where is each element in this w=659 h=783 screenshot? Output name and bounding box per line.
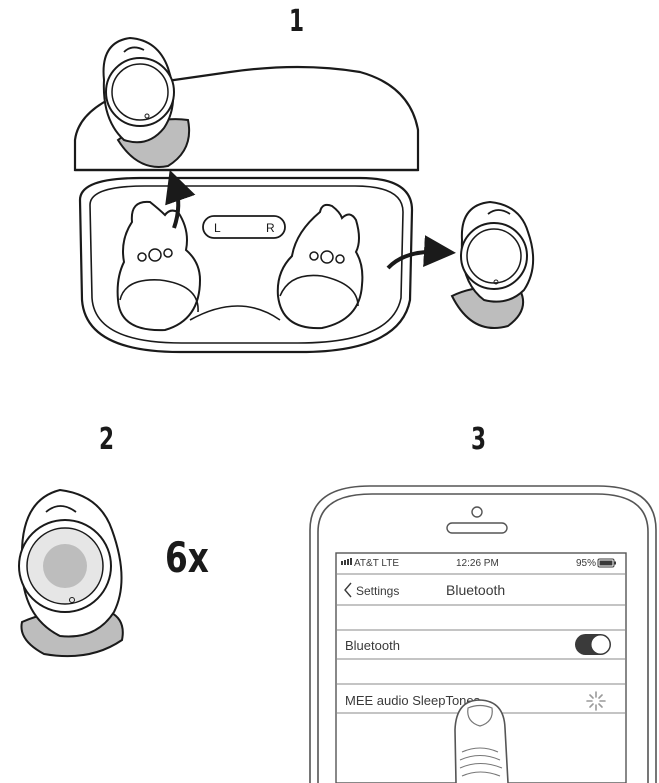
- status-time: 12:26 PM: [456, 558, 499, 569]
- lift-arrow-icon: [165, 169, 196, 229]
- finger-tap-icon: [454, 699, 509, 783]
- carrier-label: AT&T LTE: [354, 558, 399, 569]
- step-3-number: 3: [471, 422, 487, 457]
- nav-title: Bluetooth: [446, 582, 505, 598]
- bluetooth-toggle[interactable]: [575, 634, 611, 655]
- earbud-tap-illustration: [18, 488, 124, 658]
- tap-count-label: 6x: [165, 533, 209, 582]
- bluetooth-toggle-row: Bluetooth: [345, 634, 611, 655]
- device-name[interactable]: MEE audio SleepTones: [345, 693, 481, 708]
- nav-bar: Settings Bluetooth: [344, 582, 505, 598]
- battery-percent: 95%: [576, 558, 596, 569]
- battery-icon: [597, 558, 616, 568]
- status-bar: AT&T LTE 12:26 PM 95%: [341, 558, 616, 569]
- speaker-grille: [446, 522, 508, 534]
- back-chevron-icon[interactable]: [344, 582, 352, 598]
- charging-case-base: [78, 176, 414, 354]
- earbud-right-removed: [450, 200, 535, 329]
- remove-arrow-icon: [386, 235, 456, 270]
- loading-spinner-icon: [586, 691, 606, 711]
- bluetooth-row-label: Bluetooth: [345, 638, 400, 653]
- front-camera-icon: [471, 506, 483, 518]
- signal-icon: [341, 561, 343, 565]
- left-bud-label: L: [214, 221, 221, 235]
- step-1-number: 1: [289, 4, 305, 39]
- back-button[interactable]: Settings: [356, 584, 399, 598]
- earbud-left-removed: [102, 36, 190, 168]
- touch-sensor-highlight: [43, 544, 87, 588]
- lr-indicator-plate: L R: [202, 215, 286, 239]
- step-2-number: 2: [99, 422, 115, 457]
- device-row-sleeptones[interactable]: MEE audio SleepTones: [345, 691, 606, 711]
- right-bud-label: R: [266, 221, 275, 235]
